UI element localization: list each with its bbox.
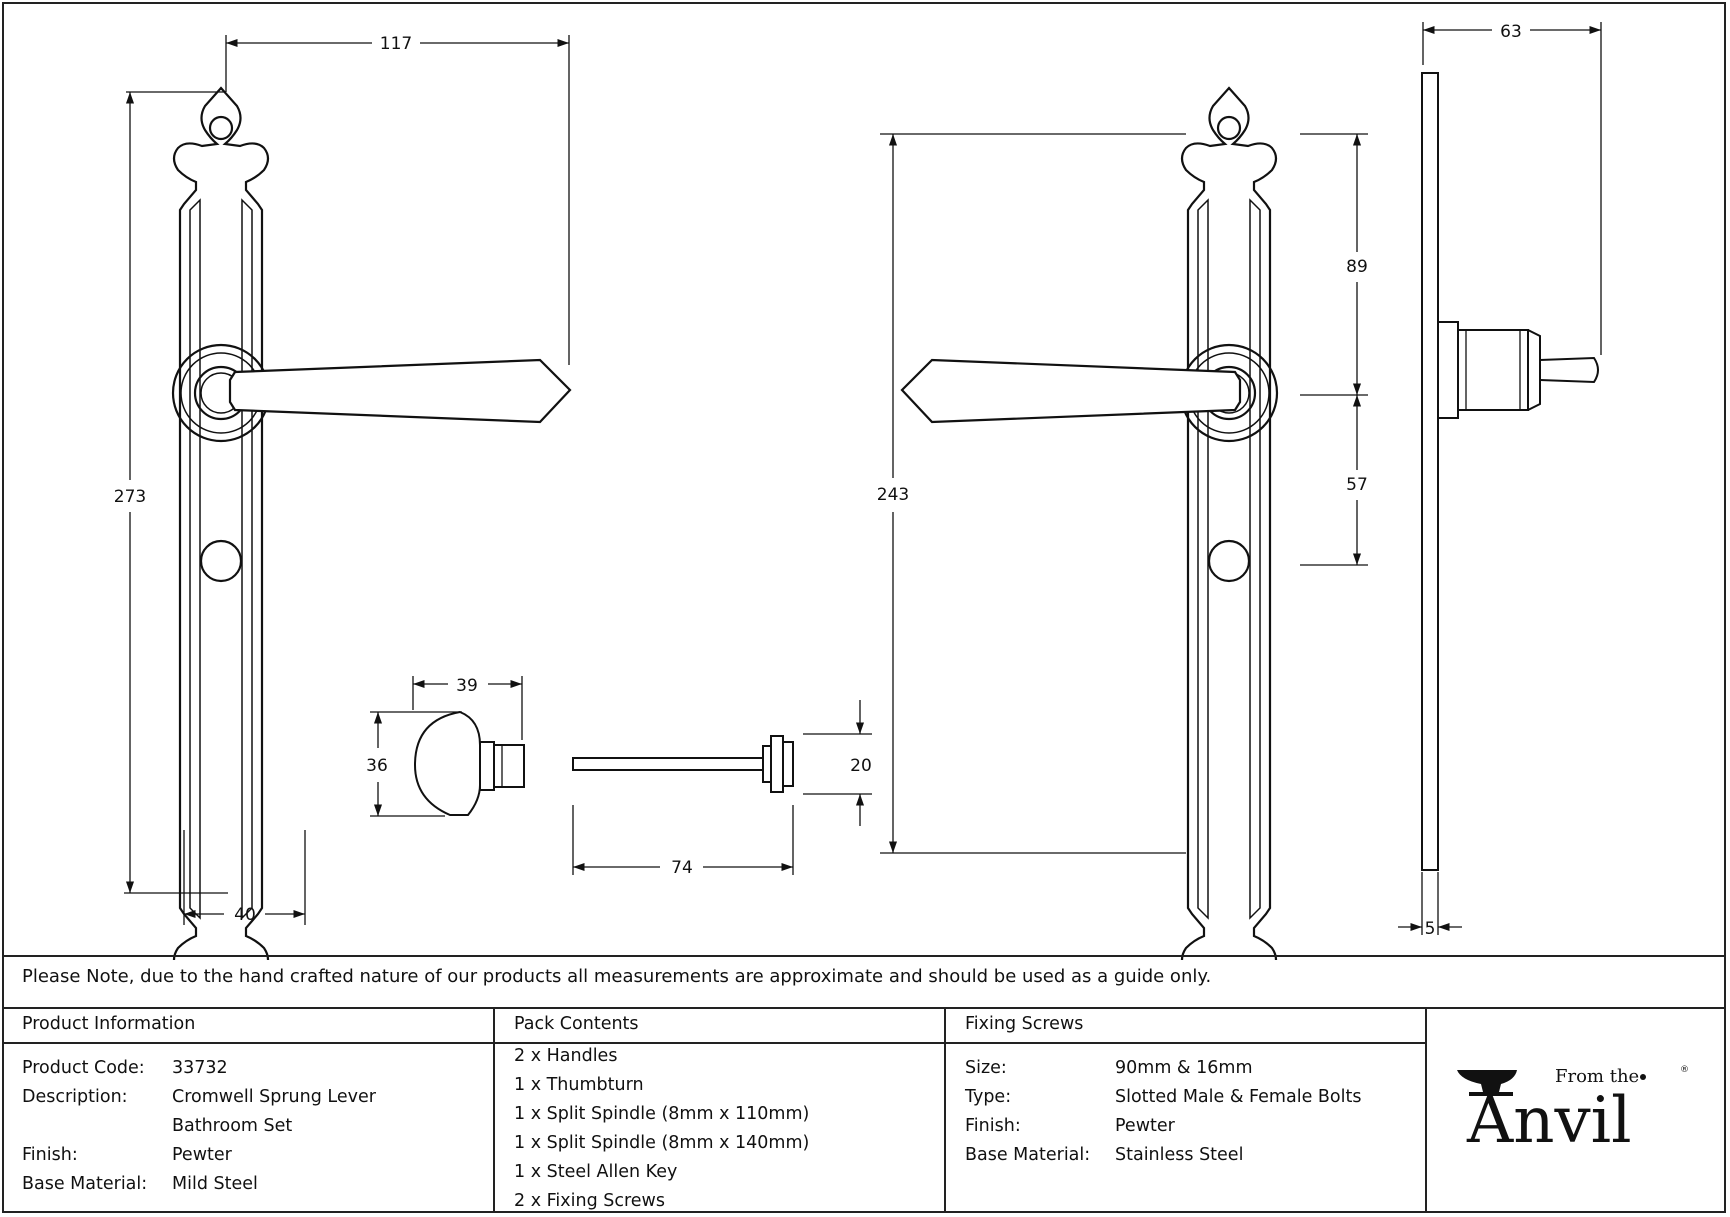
svg-text:®: ® xyxy=(1680,1065,1689,1075)
table-top-rule xyxy=(2,1007,1726,1009)
spindle xyxy=(572,735,794,793)
fixing-screws-header: Fixing Screws xyxy=(965,1014,1084,1034)
type-label: Type: xyxy=(965,1087,1012,1107)
pack-item: 1 x Thumbturn xyxy=(514,1075,644,1095)
pack-item: 1 x Steel Allen Key xyxy=(514,1162,678,1182)
left-lever xyxy=(228,358,572,424)
dim-243: 243 xyxy=(877,485,909,505)
screw-finish-label: Finish: xyxy=(965,1116,1021,1136)
dim-57: 57 xyxy=(1346,475,1368,495)
description-label: Description: xyxy=(22,1087,128,1107)
side-view xyxy=(1421,72,1599,871)
dim-40: 40 xyxy=(234,905,256,925)
right-lever xyxy=(900,358,1242,424)
screw-base-material-value: Stainless Steel xyxy=(1115,1145,1244,1165)
dim-273: 273 xyxy=(114,487,146,507)
size-value: 90mm & 16mm xyxy=(1115,1058,1253,1078)
header-rule xyxy=(2,1042,1426,1044)
pack-contents-header: Pack Contents xyxy=(514,1014,639,1034)
base-material-label: Base Material: xyxy=(22,1174,148,1194)
left-backplate xyxy=(171,86,271,960)
screw-base-material-label: Base Material: xyxy=(965,1145,1091,1165)
measurement-note: Please Note, due to the hand crafted nat… xyxy=(22,966,1212,987)
pack-item: 2 x Handles xyxy=(514,1046,618,1066)
dim-20: 20 xyxy=(850,756,872,776)
description-value-line2: Bathroom Set xyxy=(172,1116,293,1136)
pack-item: 2 x Fixing Screws xyxy=(514,1191,665,1211)
dim-117: 117 xyxy=(380,34,412,54)
dim-74: 74 xyxy=(671,858,693,878)
product-code-value: 33732 xyxy=(172,1058,228,1078)
product-code-label: Product Code: xyxy=(22,1058,145,1078)
screw-finish-value: Pewter xyxy=(1115,1116,1175,1136)
right-backplate xyxy=(1179,86,1279,960)
column-divider-1 xyxy=(493,1007,495,1213)
dim-5: 5 xyxy=(1425,919,1436,939)
svg-text:From the: From the xyxy=(1555,1066,1639,1087)
dim-63: 63 xyxy=(1500,22,1522,42)
base-material-value: Mild Steel xyxy=(172,1174,258,1194)
pack-item: 1 x Split Spindle (8mm x 140mm) xyxy=(514,1133,810,1153)
column-divider-2 xyxy=(944,1007,946,1213)
description-value: Cromwell Sprung Lever xyxy=(172,1087,376,1107)
note-top-rule xyxy=(2,955,1726,957)
size-label: Size: xyxy=(965,1058,1007,1078)
dim-89: 89 xyxy=(1346,257,1368,277)
dim-39: 39 xyxy=(456,676,478,696)
svg-text:Anvil: Anvil xyxy=(1466,1084,1632,1150)
dim-36: 36 xyxy=(366,756,388,776)
from-the-anvil-logo: From the ® Anvil xyxy=(1457,1065,1689,1150)
column-divider-3 xyxy=(1425,1007,1427,1213)
finish-label: Finish: xyxy=(22,1145,78,1165)
finish-value: Pewter xyxy=(172,1145,232,1165)
technical-drawing: 117 273 40 39 36 20 74 243 89 57 63 5 xyxy=(114,22,1602,960)
thumbturn xyxy=(413,710,525,816)
product-info-header: Product Information xyxy=(22,1014,196,1034)
pack-item: 1 x Split Spindle (8mm x 110mm) xyxy=(514,1104,810,1124)
type-value: Slotted Male & Female Bolts xyxy=(1115,1087,1362,1107)
